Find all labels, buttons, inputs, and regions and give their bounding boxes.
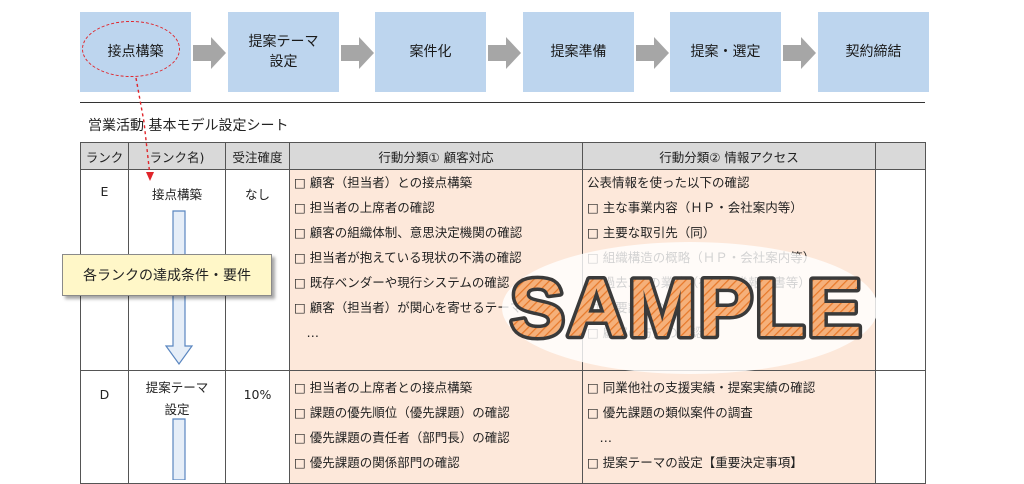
flow-arrow-icon <box>488 37 521 69</box>
rank-cell: D <box>80 370 129 484</box>
rank-name-value: 提案テーマ 設定 <box>145 380 209 417</box>
blank-cell <box>875 169 926 371</box>
info-actions-cell: 公表情報を使った以下の確認 □ 主な事業内容（ＨＰ・会社案内等） □ 主要な取引… <box>582 169 876 371</box>
confidence-value: なし <box>244 187 270 202</box>
header-info-access: 行動分類② 情報アクセス <box>582 142 876 170</box>
checklist-item: □ 組織構造の概略（ＨＰ・会社案内等） <box>587 250 816 265</box>
checklist-item: □ 既存ベンダーや現行システムの確認 <box>294 275 510 290</box>
checklist-item: □ 重要課題の確認 <box>587 300 691 315</box>
table-header-row: ランク ランク名) 受注確度 行動分類① 顧客対応 行動分類② 情報アクセス <box>80 142 926 170</box>
flow-step-label: 案件化 <box>409 44 452 60</box>
checklist-item: 公表情報を使った以下の確認 <box>587 175 750 190</box>
rank-value: E <box>100 184 109 199</box>
callout-text: 各ランクの達成条件・要件 <box>83 268 251 284</box>
checklist-item: □ 優先課題の責任者（部門長）の確認 <box>294 430 510 445</box>
info-actions-cell: □ 同業他社の支援実績・提案実績の確認 □ 優先課題の類似案件の調査 … □ 提… <box>582 370 876 484</box>
flow-step-prep[interactable]: 提案準備 <box>523 12 634 92</box>
flow-arrow-icon <box>193 37 226 69</box>
flow-step-label: 提案テーマ 設定 <box>248 34 319 70</box>
rank-name-value: 接点構築 <box>151 187 202 202</box>
flow-step-label: 提案・選定 <box>690 44 761 60</box>
customer-actions-cell: □ 顧客（担当者）との接点構築 □ 担当者の上席者の確認 □ 顧客の組織体制、意… <box>289 169 583 371</box>
checklist-item: □ 優先課題の類似案件の調査 <box>587 405 753 420</box>
model-table: ランク ランク名) 受注確度 行動分類① 顧客対応 行動分類② 情報アクセス E… <box>80 142 926 484</box>
table-row: D 提案テーマ 設定 10% □ 担当者の上席者との接点構築 □ 課題の優先順位… <box>80 370 926 484</box>
checklist-item: □ 顧客の組織体制、意思決定機関の確認 <box>294 225 523 240</box>
flow-step-label: 提案準備 <box>550 44 607 60</box>
flow-step-contract[interactable]: 契約締結 <box>818 12 929 92</box>
rank-value: D <box>99 387 110 402</box>
header-rank: ランク <box>80 142 129 170</box>
checklist-item: □ 提案テーマの設定【重要決定事項】 <box>587 455 803 470</box>
checklist-item: □ 主要な取引先（同） <box>587 225 716 240</box>
checklist-item: □ 担当者が抱えている現状の不満の確認 <box>294 250 522 265</box>
customer-actions-cell: □ 担当者の上席者との接点構築 □ 課題の優先順位（優先課題）の確認 □ 優先課… <box>289 370 583 484</box>
flow-arrow-icon <box>636 37 669 69</box>
process-flow: 接点構築 提案テーマ 設定 案件化 提案準備 提案・選定 契約締結 <box>80 12 929 92</box>
flow-arrow-icon <box>783 37 816 69</box>
checklist-item: … <box>587 430 613 445</box>
header-customer-action: 行動分類① 顧客対応 <box>289 142 583 170</box>
highlight-ellipse <box>82 21 180 77</box>
checklist-item: □ 同業他社の支援実績・提案実績の確認 <box>587 380 816 395</box>
checklist-item: □ 過去3期の業績（有価証券報告書等） <box>587 275 811 290</box>
checklist-item: □ 顧客（担当者）との接点構築 <box>294 175 473 190</box>
checklist-item: □ 課題の優先順位（優先課題）の確認 <box>294 405 510 420</box>
confidence-value: 10% <box>243 387 272 402</box>
checklist-item: □ 顧客（担当者）が関心を寄せるテーマ <box>294 300 523 315</box>
header-confidence: 受注確度 <box>225 142 290 170</box>
header-blank <box>875 142 926 170</box>
flow-step-proposal[interactable]: 提案・選定 <box>670 12 781 92</box>
checklist-item: □ 担当者の上席者との接点構築 <box>294 380 473 395</box>
flow-step-case[interactable]: 案件化 <box>375 12 486 92</box>
down-arrow-icon <box>172 418 186 480</box>
blank-cell <box>875 370 926 484</box>
checklist-item: □ 顧客の方針の確認 <box>587 325 703 340</box>
sheet-title: 営業活動 基本モデル設定シート <box>80 102 925 142</box>
flow-arrow-icon <box>341 37 374 69</box>
header-rank-name: ランク名) <box>128 142 226 170</box>
checklist-item: □ 担当者の上席者の確認 <box>294 200 435 215</box>
checklist-item: □ 優先課題の関係部門の確認 <box>294 455 460 470</box>
flow-step-theme[interactable]: 提案テーマ 設定 <box>228 12 339 92</box>
checklist-item: □ 主な事業内容（ＨＰ・会社案内等） <box>587 200 803 215</box>
checklist-item: … <box>294 325 320 340</box>
confidence-cell: 10% <box>225 370 290 484</box>
conditions-callout: 各ランクの達成条件・要件 <box>62 254 272 296</box>
flow-step-label: 契約締結 <box>845 44 902 60</box>
